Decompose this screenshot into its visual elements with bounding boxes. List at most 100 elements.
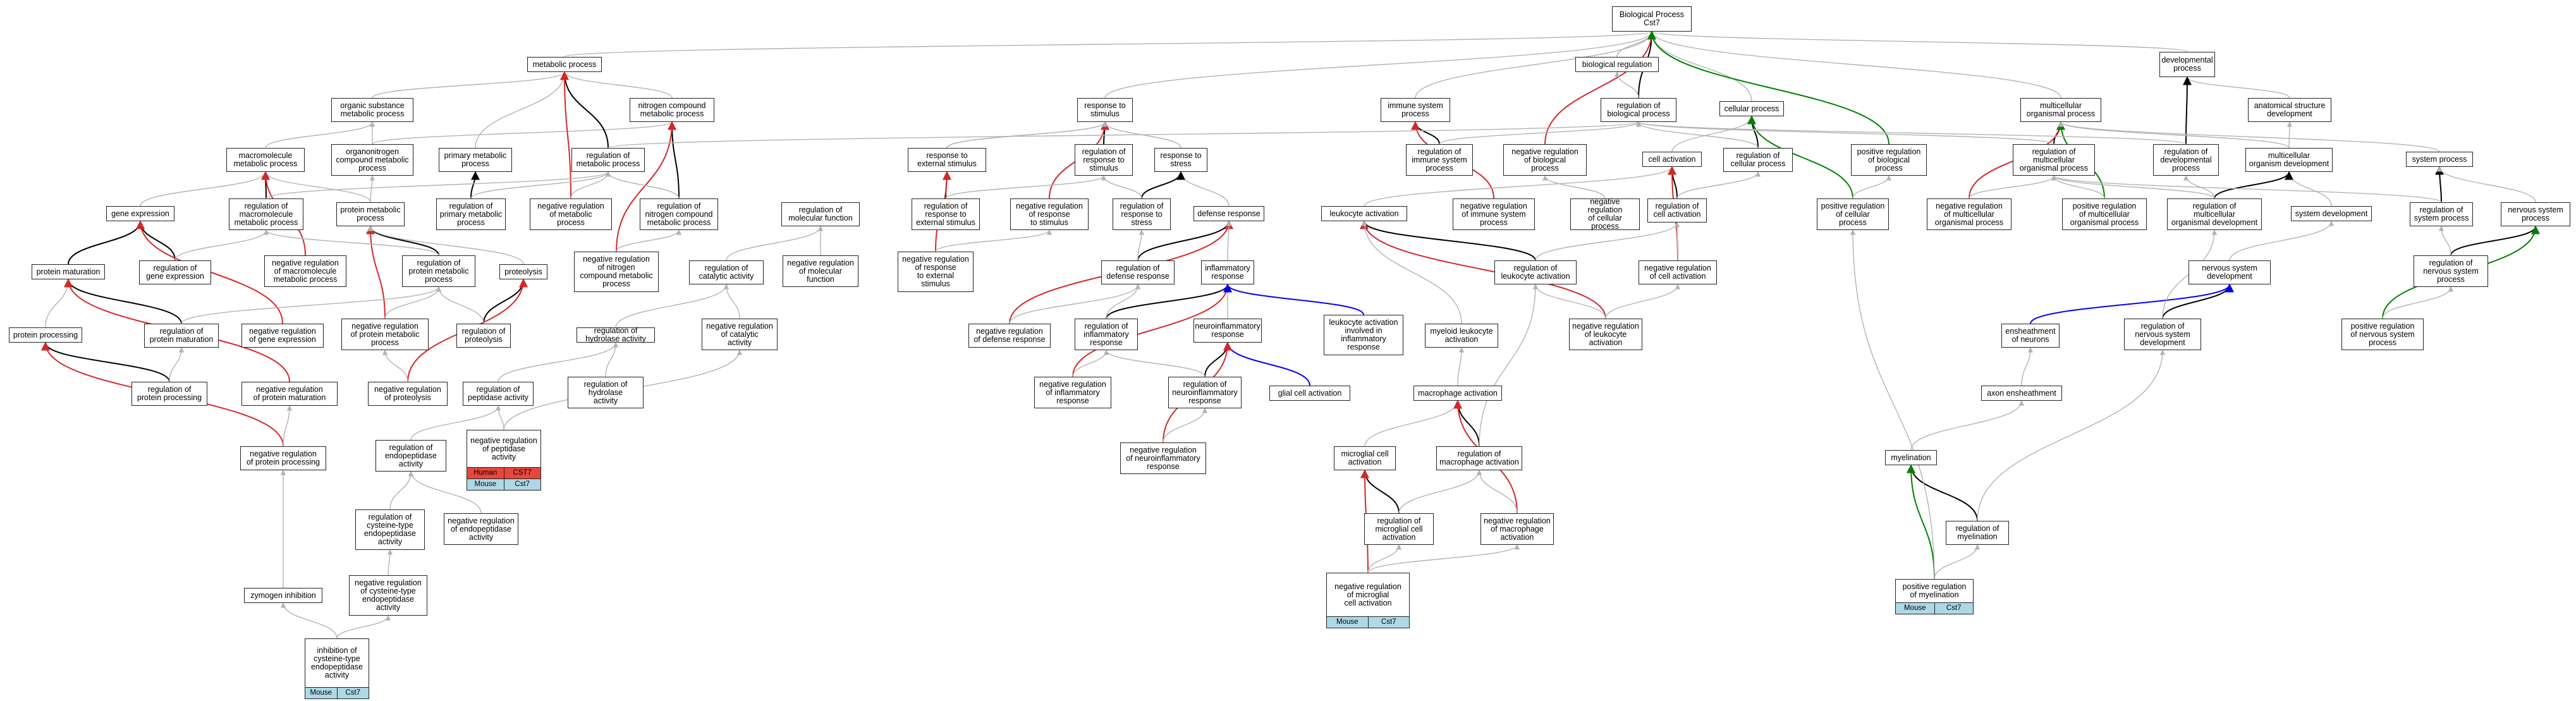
go-term-node[interactable]: negative regulation of endopeptidase act… [444,513,518,545]
go-term-node[interactable]: negative regulation of multicellular org… [1927,198,2011,230]
go-term-node[interactable]: inflammatory response [1201,260,1254,284]
go-term-node[interactable]: regulation of inflammatory response [1075,319,1138,350]
go-term-node[interactable]: positive regulation of nervous system pr… [2341,319,2424,350]
go-term-node[interactable]: regulation of cellular process [1723,148,1793,172]
go-term-node[interactable]: regulation of metabolic process [571,148,645,172]
go-term-node[interactable]: negative regulation of catalytic activit… [702,319,778,350]
go-term-node[interactable]: system process [2406,152,2473,167]
go-term-node[interactable]: regulation of proteolysis [456,324,511,348]
go-term-node[interactable]: negative regulation of protein maturatio… [241,382,338,406]
go-term-node[interactable]: negative regulation of cellular process [1570,198,1640,231]
go-term-node[interactable]: multicellular organism development [2245,148,2333,172]
go-term-node[interactable]: regulation of cysteine-type endopeptidas… [355,509,425,550]
go-term-node[interactable]: negative regulation of macrophage activa… [1480,513,1554,545]
go-term-node[interactable]: inhibition of cysteine-type endopeptidas… [305,638,369,699]
go-term-node[interactable]: negative regulation of protein processin… [240,446,326,470]
go-term-node[interactable]: protein processing [9,327,82,343]
go-term-node[interactable]: response to external stimulus [908,148,986,172]
go-term-node[interactable]: negative regulation of response to exter… [898,252,974,292]
go-term-node[interactable]: negative regulation of gene expression [241,324,324,348]
go-term-node[interactable]: regulation of system process [2410,202,2473,226]
go-term-node[interactable]: regulation of microglial cell activation [1364,513,1434,545]
go-term-node[interactable]: negative regulation of microglial cell a… [1326,573,1410,628]
go-term-node[interactable]: negative regulation of response to stimu… [1010,198,1089,230]
go-term-node[interactable]: regulation of biological process [1601,98,1676,122]
go-term-node[interactable]: regulation of response to stress [1113,198,1171,230]
go-term-node[interactable]: negative regulation of nitrogen compound… [574,252,659,292]
go-term-node[interactable]: leukocyte activation [1321,206,1407,221]
go-term-node[interactable]: macromolecule metabolic process [226,148,305,172]
go-term-node[interactable]: anatomical structure development [2248,98,2331,122]
go-term-node[interactable]: protein maturation [32,264,105,279]
go-term-node[interactable]: negative regulation of macromolecule met… [264,255,346,287]
go-term-node[interactable]: negative regulation of cell activation [1639,260,1717,284]
go-term-node[interactable]: regulation of protein metabolic process [402,255,475,287]
go-term-node[interactable]: myelination [1885,450,1937,465]
go-term-node[interactable]: Biological Process Cst7 [1612,6,1692,32]
go-term-node[interactable]: regulation of response to external stimu… [912,198,980,230]
go-term-node[interactable]: immune system process [1381,98,1450,122]
go-term-node[interactable]: positive regulation of biological proces… [1851,144,1927,176]
go-term-node[interactable]: leukocyte activation involved in inflamm… [1324,315,1403,355]
go-term-node[interactable]: ensheathment of neurons [2001,324,2060,348]
go-term-node[interactable]: negative regulation of proteolysis [368,382,448,406]
go-term-node[interactable]: myeloid leukocyte activation [1425,324,1498,348]
go-term-node[interactable]: regulation of gene expression [139,260,211,284]
go-term-node[interactable]: negative regulation of leukocyte activat… [1569,319,1642,350]
go-term-node[interactable]: primary metabolic process [439,148,512,172]
go-term-node[interactable]: neuroinflammatory response [1193,319,1262,343]
go-term-node[interactable]: response to stimulus [1077,98,1133,122]
go-term-node[interactable]: regulation of peptidase activity [463,382,534,406]
go-term-node[interactable]: proteolysis [499,264,547,279]
go-term-node[interactable]: negative regulation of neuroinflammatory… [1120,442,1206,474]
go-term-node[interactable]: protein metabolic process [336,202,405,226]
go-term-node[interactable]: positive regulation of cellular process [1817,198,1889,230]
go-term-node[interactable]: positive regulation of multicellular org… [2062,198,2147,230]
go-term-node[interactable]: regulation of response to stimulus [1075,144,1133,176]
go-term-node[interactable]: regulation of catalytic activity [689,260,764,284]
go-term-node[interactable]: macrophage activation [1413,386,1502,401]
go-term-node[interactable]: regulation of molecular function [781,202,860,226]
go-term-node[interactable]: regulation of multicellular organismal d… [2167,198,2262,230]
go-term-node[interactable]: response to stress [1154,148,1207,172]
go-term-node[interactable]: regulation of immune system process [1406,144,1473,176]
go-term-node[interactable]: regulation of myelination [1946,521,2009,545]
go-term-node[interactable]: regulation of primary metabolic process [436,198,506,230]
go-term-node[interactable]: negative regulation of defense response [968,324,1051,348]
go-term-node[interactable]: metabolic process [527,57,602,72]
go-term-node[interactable]: negative regulation of molecular functio… [783,255,858,287]
go-term-node[interactable]: regulation of protein maturation [144,324,219,348]
go-term-node[interactable]: regulation of multicellular organismal p… [2013,144,2095,176]
go-term-node[interactable]: system development [2291,206,2372,221]
go-term-node[interactable]: regulation of hydrolase activity [568,377,644,408]
go-term-node[interactable]: organic substance metabolic process [331,98,413,122]
go-term-node[interactable]: regulation of endopeptidase activity [375,440,446,472]
go-term-node[interactable]: nervous system process [2501,202,2570,226]
go-term-node[interactable]: glial cell activation [1269,386,1350,401]
go-term-node[interactable]: regulation of macrophage activation [1436,446,1522,470]
go-term-node[interactable]: cell activation [1642,152,1702,167]
go-term-node[interactable]: axon ensheathment [1981,386,2062,401]
go-term-node[interactable]: organonitrogen compound metabolic proces… [331,144,413,176]
go-term-node[interactable]: regulation of developmental process [2153,144,2219,176]
go-term-node[interactable]: negative regulation of cysteine-type end… [349,575,427,616]
go-term-node[interactable]: gene expression [106,206,174,221]
go-term-node[interactable]: nitrogen compound metabolic process [630,98,714,122]
go-term-node[interactable]: biological regulation [1575,57,1659,72]
go-term-node[interactable]: negative regulation of inflammatory resp… [1034,377,1111,408]
go-term-node[interactable]: regulation of nervous system process [2414,255,2488,287]
go-term-node[interactable]: defense response [1193,206,1264,221]
go-term-node[interactable]: negative regulation of immune system pro… [1453,198,1535,230]
go-term-node[interactable]: regulation of macromolecule metabolic pr… [229,198,303,230]
go-term-node[interactable]: negative regulation of biological proces… [1503,144,1587,176]
go-term-node[interactable]: negative regulation of peptidase activit… [467,430,541,491]
go-term-node[interactable]: multicellular organismal process [2020,98,2101,122]
go-term-node[interactable]: microglial cell activation [1334,446,1396,470]
go-term-node[interactable]: regulation of leukocyte activation [1494,260,1577,284]
go-term-node[interactable]: regulation of cell activation [1647,198,1707,222]
go-term-node[interactable]: regulation of nervous system development [2124,319,2201,350]
go-term-node[interactable]: regulation of neuroinflammatory response [1168,377,1242,408]
go-term-node[interactable]: negative regulation of metabolic process [530,198,612,230]
go-term-node[interactable]: nervous system development [2188,260,2271,284]
